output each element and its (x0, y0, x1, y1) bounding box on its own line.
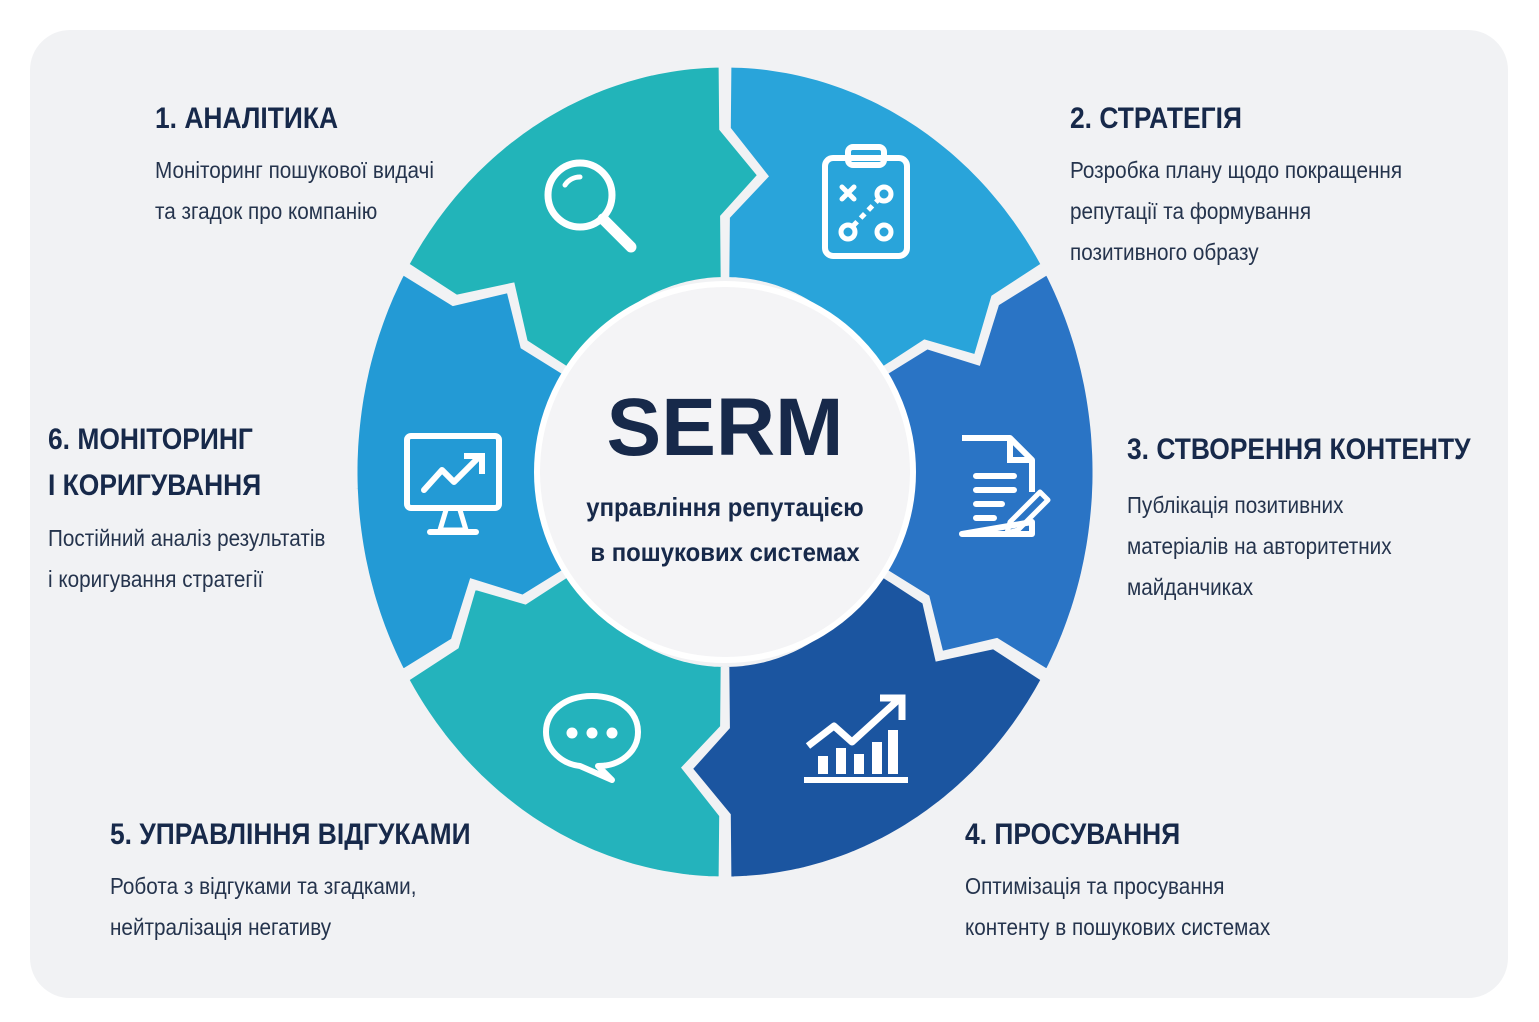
desc-line: нейтралізація негативу (110, 914, 332, 940)
desc-line: позитивного образу (1070, 239, 1259, 265)
desc-line: майданчиках (1127, 574, 1254, 600)
title-line: І КОРИГУВАННЯ (48, 469, 262, 502)
monitor-chart-icon (404, 433, 502, 535)
desc-line: матеріалів на авторитетних (1127, 533, 1392, 559)
step-5-title: 5. УПРАВЛІННЯ ВІДГУКАМИ (110, 818, 471, 851)
clipboard-strategy-icon (822, 144, 910, 259)
step-2-desc: Розробка плану щодо покращення репутації… (1070, 150, 1402, 273)
desc-line: репутації та формування (1070, 198, 1312, 224)
step-5-desc: Робота з відгуками та згадками, нейтралі… (110, 866, 416, 948)
subtitle-line: в пошукових системах (590, 537, 860, 567)
desc-line: контенту в пошукових системах (965, 914, 1271, 940)
desc-line: Постійний аналіз результатів (48, 525, 326, 551)
center-subtitle: управління репутацією в пошукових систем… (541, 485, 909, 575)
step-6-title: 6. МОНІТОРИНГ І КОРИГУВАННЯ (48, 417, 261, 509)
document-edit-icon (959, 435, 1051, 537)
step-1-desc: Моніторинг пошукової видачі та згадок пр… (155, 150, 434, 232)
desc-line: Робота з відгуками та згадками, (110, 873, 417, 899)
search-icon (544, 159, 637, 253)
subtitle-line: управління репутацією (586, 492, 864, 522)
desc-line: Розробка плану щодо покращення (1070, 157, 1403, 183)
center-circle (534, 281, 916, 663)
growth-chart-icon (804, 694, 908, 783)
step-6-desc: Постійний аналіз результатів і коригуван… (48, 518, 325, 600)
desc-line: Моніторинг пошукової видачі (155, 157, 434, 183)
center-title: SERM (606, 382, 844, 473)
step-2-title: 2. СТРАТЕГІЯ (1070, 102, 1242, 135)
step-1-title: 1. АНАЛІТИКА (155, 102, 339, 135)
desc-line: Оптимізація та просування (965, 873, 1225, 899)
desc-line: та згадок про компанію (155, 198, 378, 224)
step-3-title: 3. СТВОРЕННЯ КОНТЕНТУ (1127, 433, 1471, 466)
chat-bubble-icon (543, 693, 641, 783)
desc-line: і коригування стратегії (48, 566, 264, 592)
step-4-desc: Оптимізація та просування контенту в пош… (965, 866, 1270, 948)
title-line: 6. МОНІТОРИНГ (48, 423, 253, 456)
step-4-title: 4. ПРОСУВАННЯ (965, 818, 1181, 851)
desc-line: Публікація позитивних (1127, 492, 1344, 518)
step-3-desc: Публікація позитивних матеріалів на авто… (1127, 485, 1392, 608)
